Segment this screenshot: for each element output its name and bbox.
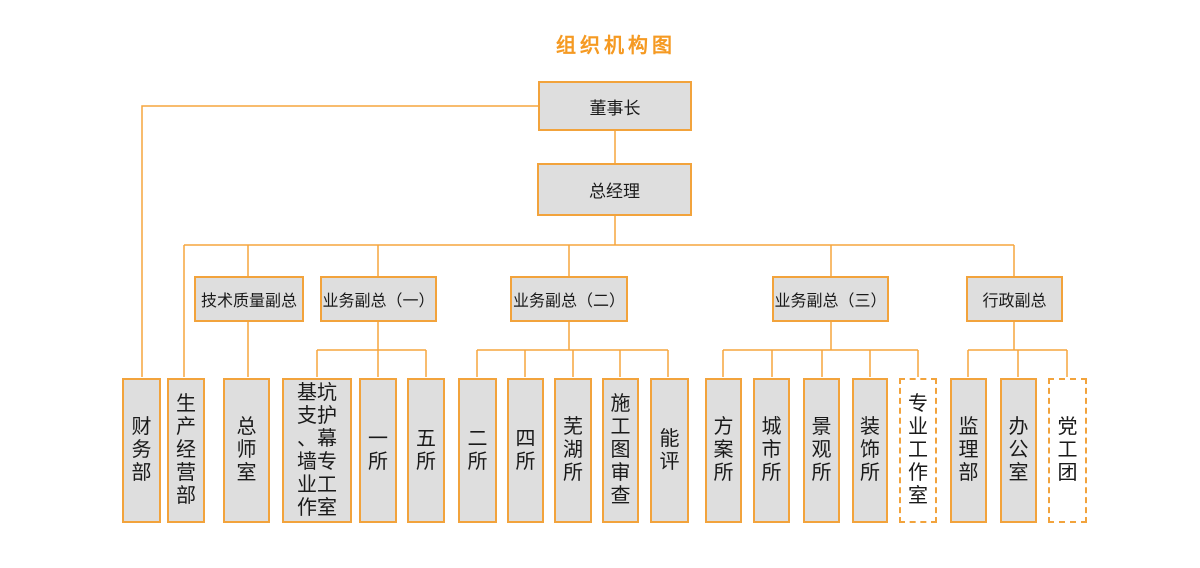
node-chairman: 董事长 — [538, 81, 692, 131]
node-institute-4: 四所 — [507, 378, 544, 523]
node-urban-institute: 城市所 — [753, 378, 790, 523]
chart-title: 组织机构图 — [556, 35, 676, 57]
node-chief-engineer-office: 总师室 — [223, 378, 270, 523]
node-business-vp-2: 业务副总（二） — [510, 276, 628, 322]
node-supervision-dept: 监理部 — [950, 378, 987, 523]
node-general-manager: 总经理 — [537, 163, 692, 216]
node-decoration-institute: 装饰所 — [852, 378, 888, 523]
node-pit-curtainwall-studio: 基坑支护、幕墙专业工作室 — [282, 378, 352, 523]
node-finance-dept: 财务部 — [122, 378, 161, 523]
node-party-labor-youth-group: 党工团 — [1048, 378, 1087, 523]
node-professional-studio: 专业工作室 — [899, 378, 937, 523]
node-business-vp-1: 业务副总（一） — [320, 276, 437, 322]
node-production-dept: 生产经营部 — [167, 378, 205, 523]
node-admin-vp: 行政副总 — [966, 276, 1063, 322]
node-general-office: 办公室 — [1000, 378, 1037, 523]
node-construction-drawing-review: 施工图审查 — [602, 378, 639, 523]
node-landscape-institute: 景观所 — [803, 378, 840, 523]
node-institute-5: 五所 — [407, 378, 445, 523]
node-wuhu-institute: 芜湖所 — [554, 378, 592, 523]
node-tech-quality-vp: 技术质量副总 — [194, 276, 304, 322]
node-scheme-institute: 方案所 — [705, 378, 742, 523]
node-business-vp-3: 业务副总（三） — [772, 276, 889, 322]
node-energy-evaluation: 能评 — [650, 378, 689, 523]
node-institute-2: 二所 — [458, 378, 497, 523]
node-institute-1: 一所 — [359, 378, 397, 523]
